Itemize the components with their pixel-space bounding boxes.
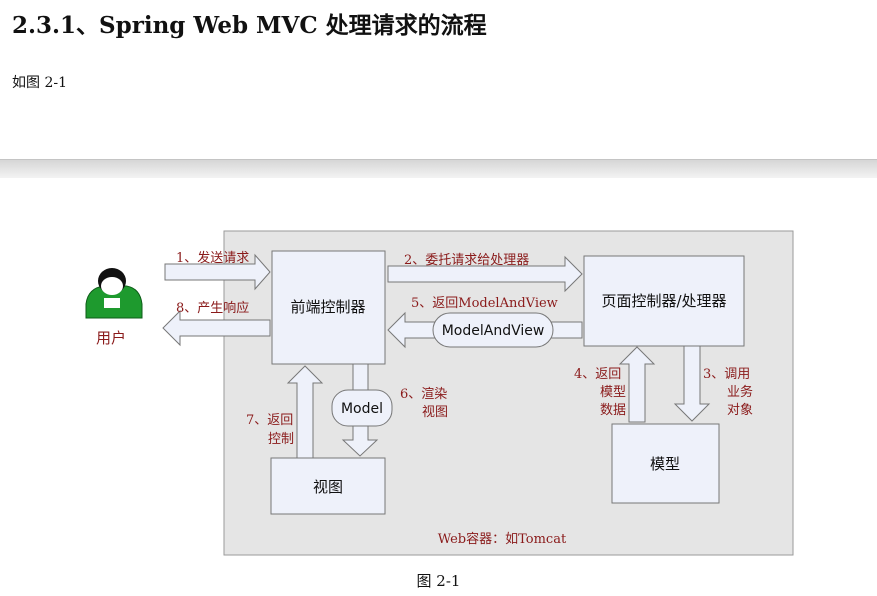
step-6-line-1: 6、渲染 — [400, 387, 447, 402]
page-controller-box — [583, 255, 745, 347]
step-6-line-2: 视图 — [422, 405, 448, 420]
step-7-line-2: 控制 — [268, 432, 294, 447]
step-8-label: 8、产生响应 — [176, 300, 249, 316]
web-container-label: Web容器：如Tomcat — [438, 531, 567, 547]
intro-text: 如图 2-1 — [12, 75, 67, 91]
arrow-delegate — [387, 255, 583, 293]
arrow-return-control — [286, 365, 324, 459]
arrow-return-model — [618, 346, 656, 423]
figure-caption: 图 2-1 — [416, 572, 461, 590]
model-and-view-capsule — [432, 312, 554, 348]
step-5-label: 5、返回ModelAndView — [411, 296, 558, 311]
page-divider-band — [0, 159, 877, 178]
step-3-line-2: 业务 — [727, 384, 753, 400]
model-capsule-text: Model — [341, 401, 383, 417]
view-box-label: 视图 — [313, 478, 343, 496]
page-controller-label: 页面控制器/处理器 — [601, 292, 726, 310]
model-box — [611, 423, 720, 504]
step-1-label: 1、发送请求 — [176, 250, 249, 266]
step-3-line-3: 对象 — [727, 403, 753, 418]
user-label: 用户 — [96, 329, 126, 347]
arrow-invoke-business — [673, 345, 711, 422]
step-4-line-3: 数据 — [600, 403, 626, 418]
model-box-label: 模型 — [650, 455, 680, 473]
step-4-line-1: 4、返回 — [574, 367, 621, 382]
user-icon — [85, 268, 143, 319]
step-3-line-1: 3、调用 — [703, 367, 750, 382]
step-2-label: 2、委托请求给处理器 — [404, 253, 529, 268]
step-7-line-1: 7、返回 — [246, 413, 293, 428]
page-title: 2.3.1、Spring Web MVC 处理请求的流程 — [12, 12, 487, 39]
view-box — [270, 457, 386, 515]
front-controller-label: 前端控制器 — [290, 298, 365, 316]
model-and-view-text: ModelAndView — [442, 323, 545, 339]
model-capsule — [331, 389, 393, 427]
arrow-response — [162, 309, 271, 347]
front-controller-box — [271, 250, 386, 365]
arrow-send-request — [164, 253, 271, 291]
step-4-line-2: 模型 — [600, 385, 626, 400]
